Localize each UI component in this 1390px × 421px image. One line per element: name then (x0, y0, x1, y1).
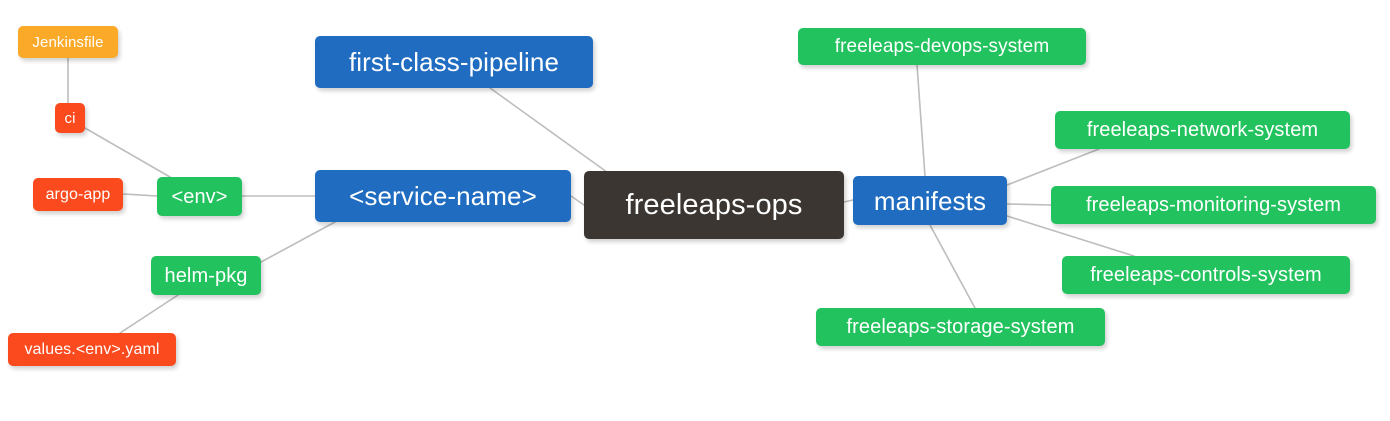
mindmap-node-freeleaps-monitoring-system[interactable]: freeleaps-monitoring-system (1051, 186, 1376, 224)
mindmap-node-values-env-yaml[interactable]: values.<env>.yaml (8, 333, 176, 366)
mindmap-node-manifests[interactable]: manifests (853, 176, 1007, 225)
edge-helm-pkg-to-values-env-yaml (119, 294, 179, 334)
edge-freeleaps-ops-to-manifests (843, 199, 854, 203)
mindmap-node-env[interactable]: <env> (157, 177, 242, 216)
mindmap-node-freeleaps-devops-system[interactable]: freeleaps-devops-system (798, 28, 1086, 65)
mindmap-node-argo-app[interactable]: argo-app (33, 178, 123, 211)
edge-env-to-argo-app (122, 193, 158, 197)
edge-freeleaps-ops-to-service-name (570, 195, 585, 206)
mindmap-node-jenkinsfile[interactable]: Jenkinsfile (18, 26, 118, 58)
edge-manifests-to-freeleaps-network-system (1006, 148, 1100, 186)
mindmap-node-helm-pkg[interactable]: helm-pkg (151, 256, 261, 295)
mindmap-node-ci[interactable]: ci (55, 103, 85, 133)
mindmap-node-freeleaps-storage-system[interactable]: freeleaps-storage-system (816, 308, 1105, 346)
mindmap-node-first-class-pipeline[interactable]: first-class-pipeline (315, 36, 593, 88)
edge-manifests-to-freeleaps-devops-system (916, 64, 926, 177)
edge-manifests-to-freeleaps-monitoring-system (1006, 203, 1052, 206)
mindmap-node-freeleaps-ops[interactable]: freeleaps-ops (584, 171, 844, 239)
mindmap-node-freeleaps-network-system[interactable]: freeleaps-network-system (1055, 111, 1350, 149)
mindmap-node-service-name[interactable]: <service-name> (315, 170, 571, 222)
edge-service-name-to-helm-pkg (260, 221, 336, 263)
edge-freeleaps-ops-to-first-class-pipeline (489, 87, 612, 176)
mindmap-node-freeleaps-controls-system[interactable]: freeleaps-controls-system (1062, 256, 1350, 294)
edge-env-to-ci (84, 127, 171, 178)
edge-manifests-to-freeleaps-storage-system (929, 224, 976, 309)
